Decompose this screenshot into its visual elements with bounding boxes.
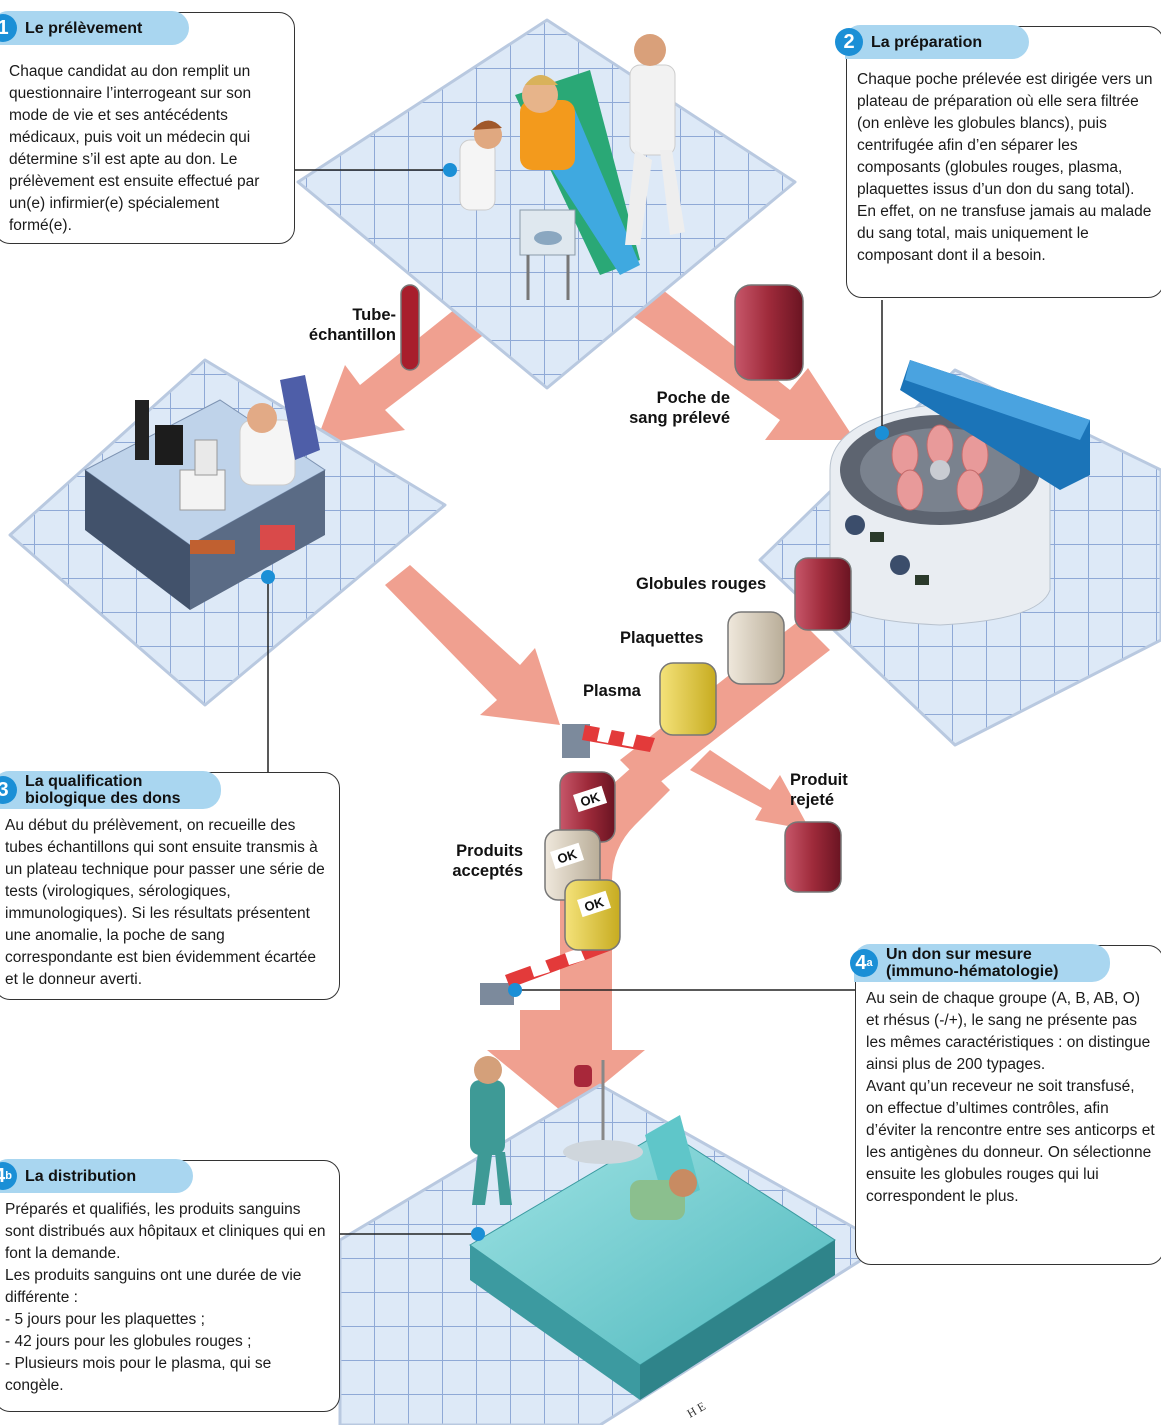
step-4a-text-1: Au sein de chaque groupe (A, B, AB, O) e…	[866, 990, 1151, 1073]
step-4a-body: Au sein de chaque groupe (A, B, AB, O) e…	[866, 988, 1155, 1208]
list-item: - 5 jours pour les plaquettes ;	[5, 1311, 205, 1328]
label-plasma: Plasma	[583, 682, 641, 700]
step-1-badge: 1	[0, 14, 17, 42]
ok-label-1: OK	[578, 789, 602, 809]
step-1-title: Le prélèvement	[25, 19, 143, 37]
connector-dots	[261, 163, 889, 1241]
label-rejete-line2: rejeté	[790, 791, 835, 809]
step-4a-title-line2: (immuno-hématologie)	[886, 963, 1059, 980]
step-2-badge: 2	[835, 28, 863, 56]
step-3-badge: 3	[0, 776, 17, 804]
step-4b-text: Préparés et qualifiés, les produits sang…	[5, 1201, 326, 1262]
artist-signature: H E	[685, 1399, 708, 1421]
label-rejete-line1: Produit	[790, 771, 848, 789]
label-acceptes-line2: acceptés	[452, 862, 523, 880]
label-tube-line1: Tube-	[352, 306, 396, 324]
step-1-text: Chaque candidat au don remplit un questi…	[9, 63, 260, 234]
bag-plasma	[659, 662, 717, 736]
step-4b-body: Préparés et qualifiés, les produits sang…	[5, 1199, 331, 1397]
step-4a-title: Un don sur mesure (immuno-hématologie)	[886, 946, 1072, 980]
label-poche-de-sang: Poche de sang prélevé	[600, 388, 730, 428]
ok-stickers: OK OK OK	[550, 785, 612, 918]
step-distribution-box: 4b La distribution Préparés et qualifiés…	[0, 1159, 340, 1412]
step-3-title: La qualification biologique des dons	[25, 773, 195, 807]
step-4b-suffix: b	[5, 1170, 12, 1182]
arrow-rejected	[690, 750, 810, 830]
arrow-to-centrifuge	[610, 272, 855, 440]
label-produit-rejete: Produit rejeté	[790, 770, 848, 810]
shelf-life-list: - 5 jours pour les plaquettes ; - 42 jou…	[5, 1309, 331, 1397]
connector-lines	[267, 169, 883, 1235]
bag-rejected	[784, 821, 842, 893]
label-tube-line2: échantillon	[308, 326, 396, 344]
step-preparation-box: 2 La préparation Chaque poche prélevée e…	[835, 25, 1161, 298]
step-prelevement-box: 1 Le prélèvement Chaque candidat au don …	[0, 11, 295, 244]
label-acceptes-line1: Produits	[456, 842, 523, 860]
step-2-title: La préparation	[871, 33, 983, 51]
step-4b-badge: 4b	[0, 1162, 17, 1190]
lab-scene	[84, 375, 326, 610]
blood-bag-collected	[734, 284, 804, 381]
list-item: - Plusieurs mois pour le plasma, qui se …	[5, 1355, 272, 1394]
step-4b-number: 4	[0, 1165, 5, 1187]
bag-plaquettes	[727, 611, 785, 685]
label-tube-echantillon: Tube- échantillon	[278, 305, 396, 345]
step-qualification-box: 3 La qualification biologique des dons A…	[0, 771, 340, 1000]
hospital-scene	[469, 1056, 836, 1400]
step-4a-number: 4	[855, 952, 867, 974]
bag-globules-rouges	[794, 557, 852, 631]
step-4a-title-line1: Un don sur mesure	[886, 946, 1032, 963]
arrow-to-lab	[315, 305, 490, 445]
step-4b-text-2: Les produits sanguins ont une durée de v…	[5, 1267, 302, 1306]
step-3-text: Au début du prélèvement, on recueille de…	[5, 817, 325, 988]
step-4a-suffix: a	[866, 957, 873, 969]
ok-label-2: OK	[555, 846, 579, 866]
label-plaquettes: Plaquettes	[620, 629, 704, 647]
bag-accepted-yellow	[564, 879, 621, 951]
step-4b-title: La distribution	[25, 1167, 137, 1185]
arrow-lab-to-checkpoint	[385, 565, 560, 725]
list-item: - 42 jours pour les globules rouges ;	[5, 1333, 252, 1350]
checkpoint-barrier-top	[562, 724, 655, 758]
step-4a-text-2: Avant qu’un receveur ne soit transfusé, …	[866, 1078, 1155, 1205]
label-poche-line1: Poche de	[656, 389, 730, 407]
donation-scene	[459, 34, 685, 300]
ok-label-3: OK	[582, 894, 606, 914]
centrifuge-scene	[829, 360, 1090, 626]
label-poche-line2: sang prélevé	[629, 409, 730, 427]
arrow-to-patient	[487, 1010, 645, 1115]
step-2-text: Chaque poche prélevée est dirigée vers u…	[857, 71, 1153, 264]
label-produits-acceptes: Produits acceptés	[425, 841, 523, 881]
label-globules-rouges: Globules rouges	[636, 575, 767, 593]
test-tube	[400, 284, 420, 371]
step-3-title-line2: biologique des dons	[25, 790, 181, 807]
step-3-title-line1: La qualification	[25, 773, 143, 790]
